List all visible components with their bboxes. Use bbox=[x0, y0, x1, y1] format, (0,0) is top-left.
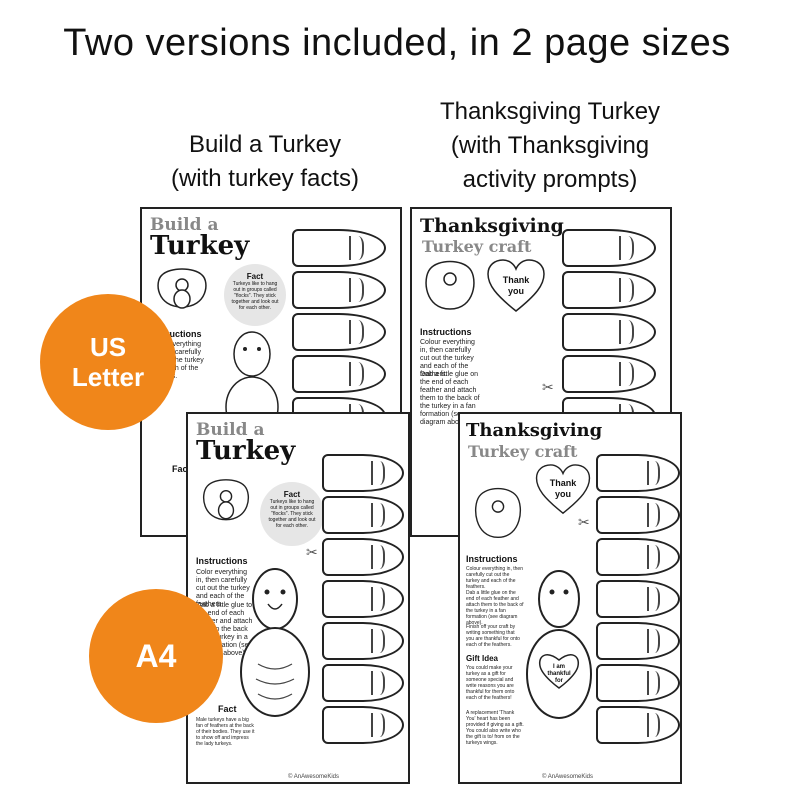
turkey-fan-icon bbox=[425, 260, 475, 310]
fact-text: Turkeys like to hang out in groups calle… bbox=[268, 499, 316, 529]
feather-cutout bbox=[322, 496, 404, 534]
feather-cutout bbox=[596, 496, 680, 534]
feather-cutout bbox=[292, 271, 386, 309]
feather-cutout bbox=[562, 313, 656, 351]
caption-line: (with Thanksgiving bbox=[450, 132, 650, 159]
instructions-text: Dab a little glue on the end of each fea… bbox=[420, 371, 480, 426]
feather-cutout bbox=[292, 313, 386, 351]
sheet-title-top: Build a bbox=[196, 420, 265, 440]
instructions-text: Colour everything in, then carefully cut… bbox=[466, 566, 523, 590]
badge-line: Letter bbox=[71, 362, 145, 392]
feather-cutout bbox=[322, 538, 404, 576]
turkey-fan-icon bbox=[203, 479, 249, 521]
feather-cutout bbox=[322, 664, 404, 702]
gift-idea-text: You could make your turkey as a gift for… bbox=[466, 665, 515, 701]
badge-a4: A4 bbox=[89, 589, 223, 723]
instructions-text: Dab a little glue on the end of each fea… bbox=[466, 590, 524, 626]
instructions-label: Instructions bbox=[466, 554, 518, 564]
gift-idea-text-2: A replacement 'Thank You' heart has been… bbox=[466, 710, 524, 746]
fact2-text: Male turkeys have a big fan of feathers … bbox=[196, 717, 255, 747]
instructions-text: Colour everything in, then carefully cut… bbox=[420, 339, 475, 378]
instructions-text: Finish off your craft by writing somethi… bbox=[466, 624, 520, 648]
feather-cutout bbox=[562, 355, 656, 393]
scissors-icon: ✂ bbox=[306, 544, 318, 560]
turkey-body-icon bbox=[240, 568, 310, 717]
feather-cutout bbox=[322, 580, 404, 618]
feather-cutout bbox=[596, 538, 680, 576]
scissors-icon: ✂ bbox=[578, 514, 590, 530]
instructions-text: Color everything in, then carefully cut … bbox=[196, 569, 250, 608]
sheet-thanksgiving-a4: Thanksgiving Turkey craft Thank you Inst… bbox=[458, 412, 682, 784]
badge-us-letter: US Letter bbox=[40, 294, 176, 430]
instructions-label: Instructions bbox=[150, 329, 202, 339]
feather-cutout bbox=[292, 355, 386, 393]
caption-line: Build a Turkey bbox=[188, 131, 342, 158]
badge-line: US bbox=[89, 332, 127, 362]
sheet-build-turkey-a4: Build a Turkey Fact Turkeys like to hang… bbox=[186, 412, 410, 784]
heart-line: you bbox=[554, 489, 571, 499]
heart-text: Thank you bbox=[492, 275, 540, 297]
scissors-icon: ✂ bbox=[542, 379, 554, 395]
sheet-title-main: Thanksgiving bbox=[466, 420, 603, 441]
belly-heart-text: I am thankful for bbox=[544, 664, 574, 685]
feather-cutout bbox=[322, 622, 404, 660]
gift-idea-label: Gift Idea bbox=[466, 654, 499, 663]
caption-line: activity prompts) bbox=[462, 166, 638, 193]
sheet-build-turkey-us: Build a Turkey Fact Turkeys like to hang… bbox=[140, 207, 402, 537]
feather-cutout bbox=[322, 706, 404, 744]
instructions-label: Instructions bbox=[196, 556, 248, 566]
fact2-label: Fact bbox=[218, 704, 237, 714]
heart-text: Thank you bbox=[538, 478, 588, 500]
sheet-title-main: Thanksgiving bbox=[420, 215, 564, 237]
belly-line: thankful bbox=[547, 671, 571, 677]
headline: Two versions included, in 2 page sizes bbox=[63, 22, 731, 64]
sheet-title-main: Turkey bbox=[150, 231, 250, 261]
belly-line: for bbox=[555, 678, 563, 684]
turkey-fan-icon bbox=[474, 487, 522, 539]
fact-text: Turkeys like to hang out in groups calle… bbox=[231, 281, 279, 311]
feather-cutout bbox=[292, 229, 386, 267]
footer-credit: © AnAwesomeKids bbox=[288, 774, 340, 780]
fact-bubble: Fact Turkeys like to hang out in groups … bbox=[224, 264, 286, 326]
heart-line: you bbox=[507, 286, 524, 296]
belly-line: I am bbox=[552, 664, 565, 670]
fact-bubble: Fact Turkeys like to hang out in groups … bbox=[260, 482, 324, 546]
feather-cutout bbox=[322, 454, 404, 492]
caption-build-turkey: Build a Turkey (with turkey facts) bbox=[140, 128, 390, 196]
fact-label: Fact bbox=[246, 272, 264, 281]
heart-icon bbox=[535, 464, 591, 515]
caption-line: Thanksgiving Turkey bbox=[439, 98, 661, 125]
heart-line: Thank bbox=[549, 478, 577, 488]
caption-thanksgiving-turkey: Thanksgiving Turkey (with Thanksgiving a… bbox=[405, 95, 695, 197]
turkey-fan-icon bbox=[157, 268, 207, 309]
footer-credit: © AnAwesomeKids bbox=[542, 774, 594, 780]
feather-cutout bbox=[596, 622, 680, 660]
fact-label: Fact bbox=[283, 490, 301, 499]
sheet-title-top: Build a bbox=[150, 215, 219, 235]
feather-cutout bbox=[596, 580, 680, 618]
turkey-body-icon bbox=[526, 570, 592, 719]
feather-cutout bbox=[596, 454, 680, 492]
feather-cutout bbox=[596, 706, 680, 744]
heart-icon bbox=[487, 259, 545, 312]
sheet-title-sub: Turkey craft bbox=[422, 237, 532, 256]
sheet-title-main: Turkey bbox=[196, 436, 296, 466]
feather-cutout bbox=[562, 271, 656, 309]
badge-line: A4 bbox=[135, 637, 177, 674]
fact2-label: Fact bbox=[172, 464, 191, 474]
feather-cutout bbox=[562, 229, 656, 267]
caption-line: (with turkey facts) bbox=[170, 165, 360, 192]
instructions-label: Instructions bbox=[420, 327, 472, 337]
sheet-title-sub: Turkey craft bbox=[468, 442, 578, 461]
heart-line: Thank bbox=[502, 275, 530, 285]
feather-cutout bbox=[596, 664, 680, 702]
